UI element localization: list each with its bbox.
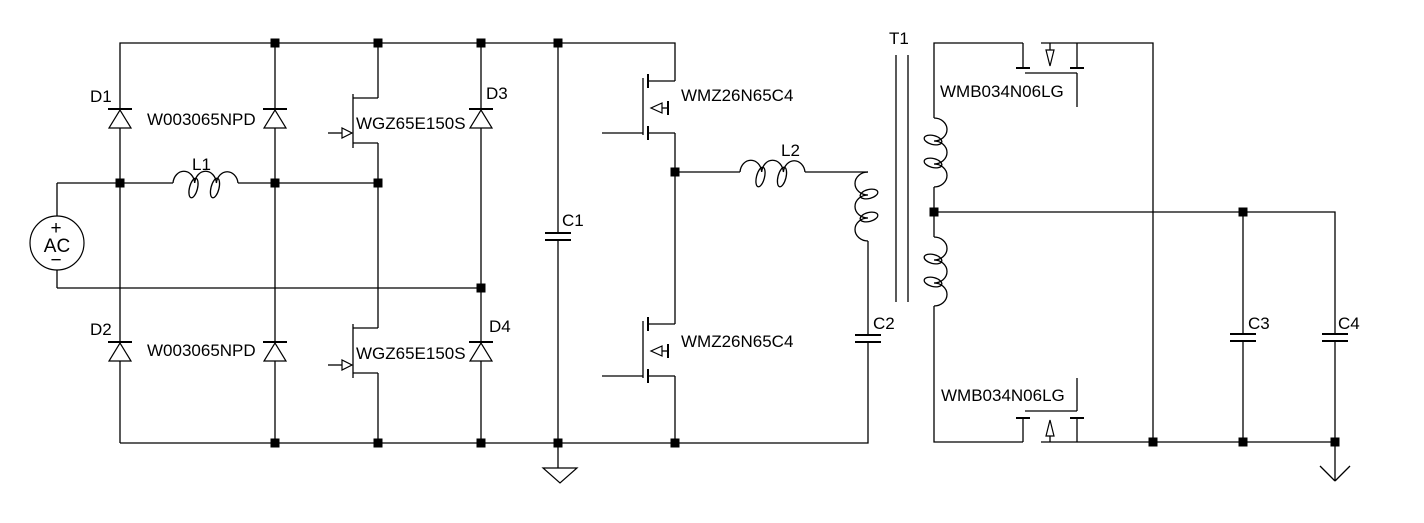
label-pfc-part-top: WGZ65E150S <box>356 114 466 133</box>
junction <box>115 178 125 188</box>
junction <box>373 178 383 188</box>
junction <box>929 207 939 217</box>
coil-loop <box>923 253 943 265</box>
label-l2: L2 <box>781 141 800 160</box>
inductor-l1-symbol <box>172 170 239 199</box>
junction <box>476 283 486 293</box>
ground-primary <box>541 467 579 484</box>
sr-mosfet-top <box>1016 43 1084 107</box>
bridge-diode-top-right <box>262 108 288 129</box>
diode-triangle <box>262 341 288 362</box>
sr-mosfet-bottom <box>1016 378 1084 442</box>
inductor-l2-symbol <box>739 159 806 188</box>
ac-source-label: AC <box>44 236 70 257</box>
diode-d1 <box>107 108 133 129</box>
junction <box>373 38 383 48</box>
diode-d2 <box>107 341 133 362</box>
diode-triangle <box>107 108 133 129</box>
label-d3: D3 <box>486 84 508 103</box>
gate-arrow-icon <box>341 127 354 139</box>
junction <box>1238 207 1248 217</box>
ground-arrow-icon <box>1319 465 1351 482</box>
label-c3: C3 <box>1248 314 1270 333</box>
label-d1: D1 <box>90 87 112 106</box>
label-hb-part-bottom: WMZ26N65C4 <box>681 332 793 351</box>
diode-d4 <box>468 341 494 362</box>
coil-loop <box>923 276 943 288</box>
diode-triangle <box>262 108 288 129</box>
capacitor-c2-symbol <box>855 334 881 343</box>
capacitor-c1-symbol <box>545 232 571 241</box>
primary-winding <box>854 171 869 242</box>
coil-loop <box>859 211 879 223</box>
junction <box>670 167 680 177</box>
diode-triangle <box>468 341 494 362</box>
junction <box>670 438 680 448</box>
label-bridge-part-top: W003065NPD <box>147 110 256 129</box>
junction <box>553 38 563 48</box>
label-d2: D2 <box>90 320 112 339</box>
junction <box>373 438 383 448</box>
label-t1: T1 <box>889 29 909 48</box>
ground-triangle-icon <box>541 467 579 484</box>
label-pfc-part-bottom: WGZ65E150S <box>356 344 466 363</box>
inductor-coil <box>739 159 806 173</box>
junction <box>1238 437 1248 447</box>
junction <box>270 178 280 188</box>
label-c4: C4 <box>1338 314 1360 333</box>
ac-source-symbol: + AC − <box>29 215 85 271</box>
junction <box>1148 437 1158 447</box>
hb-mosfet-top <box>602 74 675 140</box>
coil-loop <box>776 166 788 188</box>
junction <box>553 438 563 448</box>
ac-minus-sign: − <box>50 250 61 271</box>
junction <box>476 438 486 448</box>
bridge-diode-bottom-right <box>262 341 288 362</box>
wire-net <box>56 42 1336 481</box>
body-arrow-icon <box>649 345 663 357</box>
label-hb-part-top: WMZ26N65C4 <box>681 86 793 105</box>
label-c2: C2 <box>873 314 895 333</box>
label-bridge-part-bottom: W003065NPD <box>147 341 256 360</box>
label-l1: L1 <box>192 155 211 174</box>
pfc-mosfet-bottom <box>328 324 378 378</box>
pfc-mosfet-top <box>328 94 378 148</box>
secondary-winding-top <box>933 117 948 188</box>
diode-triangle <box>468 108 494 129</box>
junction-dots <box>115 38 1340 448</box>
junction <box>270 38 280 48</box>
coil-loop <box>859 188 879 200</box>
body-arrow-icon <box>1045 49 1055 67</box>
body-arrow-icon <box>1045 419 1055 437</box>
wires <box>56 42 1336 481</box>
coil-loop <box>188 177 199 199</box>
junction <box>1330 437 1340 447</box>
label-c1: C1 <box>562 211 584 230</box>
ac-source-circle <box>29 215 85 271</box>
ground-secondary <box>1319 465 1351 482</box>
ac-plus-sign: + <box>50 218 61 239</box>
inductor-coil <box>172 170 239 184</box>
coil-loop <box>923 134 943 146</box>
junction <box>270 438 280 448</box>
capacitor-c4-symbol <box>1322 333 1348 342</box>
transformer-t1-symbol <box>854 55 948 307</box>
label-sr-part-bottom: WMB034N06LG <box>941 386 1065 405</box>
hb-mosfet-bottom <box>602 317 675 383</box>
body-arrow-icon <box>649 102 663 114</box>
diode-triangle <box>107 341 133 362</box>
coil-loop <box>755 166 766 188</box>
coil-loop <box>209 177 221 199</box>
label-d4: D4 <box>489 317 511 336</box>
gate-arrow-icon <box>341 359 354 371</box>
coil-loop <box>923 157 943 169</box>
diode-d3 <box>468 108 494 129</box>
secondary-winding-bottom <box>933 236 948 307</box>
capacitor-c3-symbol <box>1230 333 1256 342</box>
junction <box>476 38 486 48</box>
label-sr-part-top: WMB034N06LG <box>940 82 1064 101</box>
labels: D1 W003065NPD D2 W003065NPD L1 WGZ65E150… <box>90 29 1360 405</box>
